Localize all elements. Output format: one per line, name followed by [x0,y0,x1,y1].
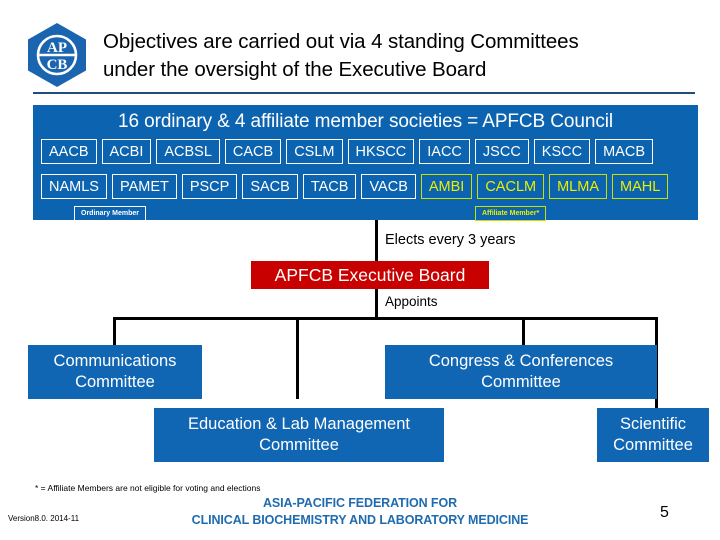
society-chip-kscc[interactable]: KSCC [533,139,591,164]
page-title-line1: Objectives are carried out via 4 standin… [103,30,579,53]
committee-line2: Committee [481,373,561,391]
committee-box-education-lab-management: Education & Lab Management Committee [154,408,444,462]
connector-drop-congress [522,317,525,345]
society-chip-acbsl[interactable]: ACBSL [156,139,220,164]
society-chip-caclm[interactable]: CACLM [477,174,545,199]
title-divider [33,92,695,94]
committee-box-congress-conferences: Congress & Conferences Committee [385,345,657,399]
committee-line2: Committee [259,436,339,454]
page-title-line2: under the oversight of the Executive Boa… [103,58,487,81]
society-chip-namls[interactable]: NAMLS [41,174,107,199]
society-chip-pscp[interactable]: PSCP [181,174,238,199]
council-panel: 16 ordinary & 4 affiliate member societi… [33,105,698,221]
page-number: 5 [660,504,669,521]
version-label: Version8.0. 2014-11 [8,514,80,523]
committee-line2: Committee [613,436,693,454]
apfcb-hexagon-logo: AP CB [26,22,88,88]
committee-box-scientific: Scientific Committee [597,408,709,462]
organization-line1: ASIA-PACIFIC FEDERATION FOR [262,496,458,510]
legend-affiliate-member: Affiliate Member* [475,206,547,221]
society-chip-mlma[interactable]: MLMA [549,174,607,199]
connector-horizontal-bus [113,317,658,320]
page-title: Objectives are carried out via 4 standin… [103,28,703,84]
organization-line2: CLINICAL BIOCHEMISTRY AND LABORATORY MED… [191,513,529,527]
society-chip-pamet[interactable]: PAMET [111,174,177,199]
society-chip-cacb[interactable]: CACB [224,139,282,164]
society-chip-macb[interactable]: MACB [595,139,653,164]
affiliate-footnote: * = Affiliate Members are not eligible f… [35,483,261,493]
society-chip-vacb[interactable]: VACB [361,174,416,199]
committee-box-communications: Communications Committee [28,345,202,399]
appoints-label: Appoints [385,294,438,309]
society-chip-cslm[interactable]: CSLM [286,139,343,164]
society-chip-iacc[interactable]: IACC [419,139,470,164]
legend-ordinary-member: Ordinary Member [74,206,146,221]
society-chip-acbi[interactable]: ACBI [101,139,152,164]
committee-line1: Scientific [619,415,687,433]
connector-drop-communications [113,317,116,345]
committee-line1: Congress & Conferences [428,352,614,370]
society-chip-tacb[interactable]: TACB [302,174,357,199]
committee-line1: Communications [53,352,177,370]
connector-drop-education [296,317,299,399]
committee-line2: Committee [75,373,155,391]
society-chip-sacb[interactable]: SACB [242,174,298,199]
society-chip-aacb[interactable]: AACB [41,139,97,164]
society-chip-mahl[interactable]: MAHL [612,174,669,199]
svg-text:CB: CB [47,57,68,73]
executive-board-box: APFCB Executive Board [251,261,489,289]
society-chip-jscc[interactable]: JSCC [474,139,529,164]
svg-text:AP: AP [47,40,67,56]
society-chip-hkscc[interactable]: HKSCC [347,139,415,164]
council-title: 16 ordinary & 4 affiliate member societi… [118,111,613,132]
elects-label: Elects every 3 years [385,232,516,248]
committee-line1: Education & Lab Management [188,415,410,433]
organization-name: ASIA-PACIFIC FEDERATION FOR CLINICAL BIO… [120,495,600,529]
society-chip-ambi[interactable]: AMBI [420,174,473,199]
